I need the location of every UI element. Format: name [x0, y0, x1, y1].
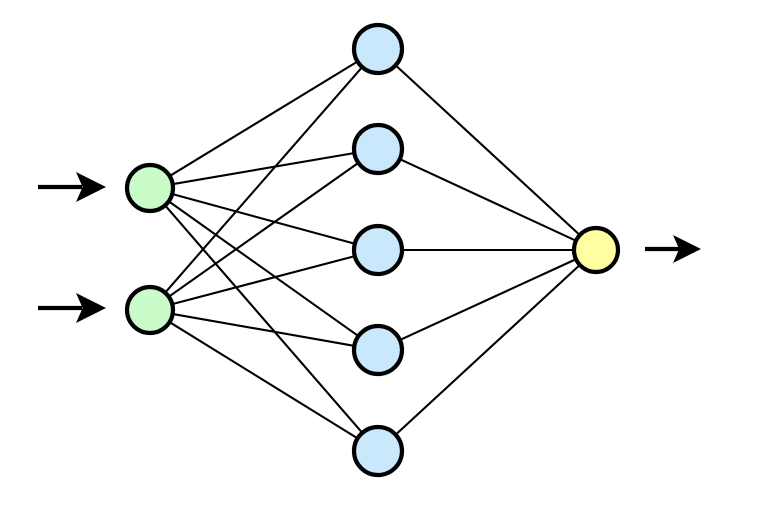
input-node-2[interactable] [124, 284, 176, 336]
output-arrow-1-head-icon [673, 235, 701, 263]
input-arrow-2 [38, 293, 106, 323]
input-arrow-1-head-icon [76, 172, 106, 202]
edge-i2-to-h2 [167, 161, 360, 299]
edge-i2-to-h5 [168, 320, 359, 440]
input-arrow-2-head-icon [76, 293, 106, 323]
edge-i1-to-h1 [168, 60, 359, 178]
output-arrow-1 [645, 235, 701, 263]
hidden-node-5[interactable] [351, 424, 405, 478]
hidden-layer [351, 22, 405, 478]
edge-h5-to-o1 [394, 263, 582, 437]
input-layer [124, 162, 176, 336]
edge-i1-to-h4 [167, 199, 360, 338]
output-layer [571, 225, 621, 275]
edge-h1-to-o1 [394, 63, 582, 237]
edge-i1-to-h3 [170, 192, 357, 245]
nodes-group [124, 22, 621, 478]
edge-h2-to-o1 [398, 157, 578, 243]
edge-i2-to-h1 [163, 65, 364, 295]
edge-i2-to-h4 [171, 312, 356, 348]
edge-i1-to-h5 [163, 203, 364, 435]
edge-h4-to-o1 [398, 257, 578, 342]
input-node-1[interactable] [124, 162, 176, 214]
output-node-1[interactable] [571, 225, 621, 275]
edges-group [163, 60, 582, 440]
io-arrows-group [38, 172, 701, 323]
hidden-node-1[interactable] [351, 22, 405, 76]
input-arrow-1 [38, 172, 106, 202]
hidden-node-2[interactable] [351, 122, 405, 176]
hidden-node-4[interactable] [351, 323, 405, 377]
hidden-node-3[interactable] [351, 223, 405, 277]
edge-i2-to-h3 [171, 254, 357, 306]
edge-i1-to-h2 [171, 151, 356, 186]
